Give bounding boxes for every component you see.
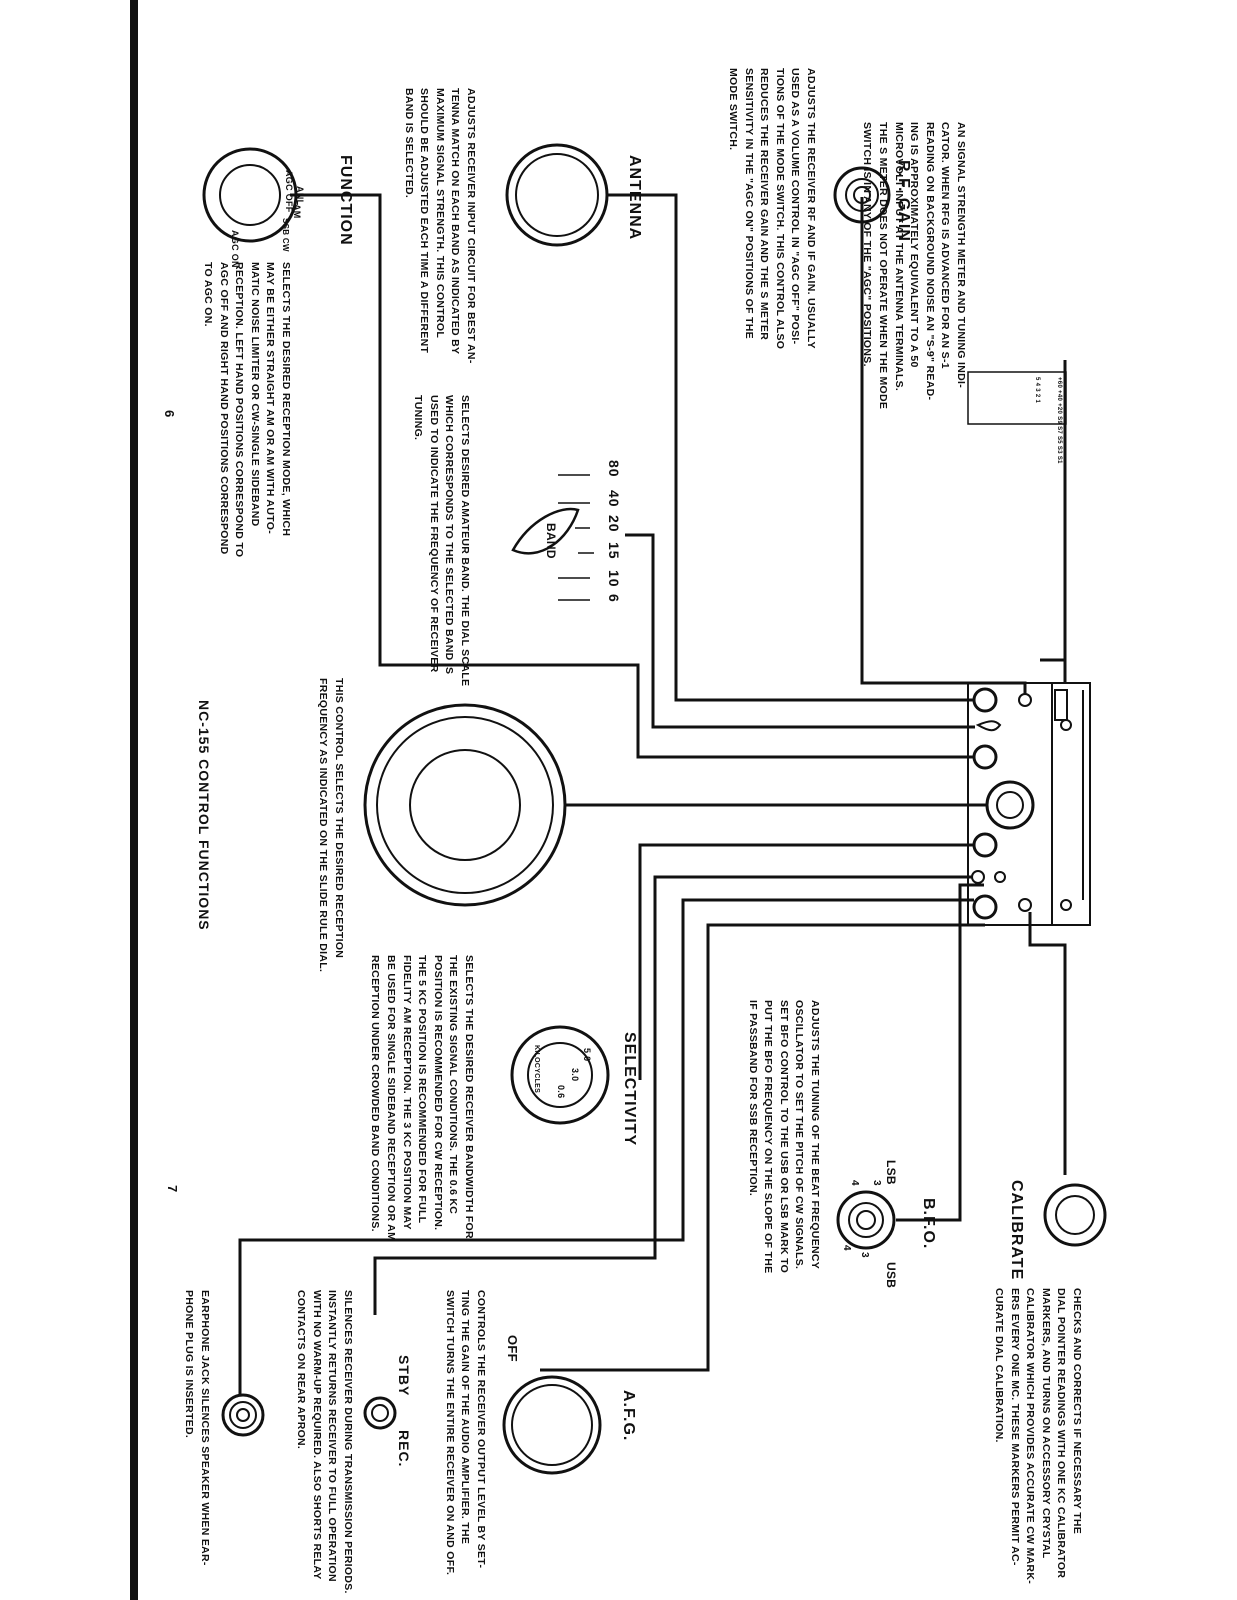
- function-dial-label-agc-on: AGC ON: [230, 230, 240, 268]
- panel-knob-function: [972, 744, 998, 770]
- function-wire: [290, 193, 974, 759]
- function-knob: [202, 147, 298, 243]
- function-dial-label-anl: ANL: [295, 186, 305, 206]
- bfo-usb-label: USB: [884, 1262, 898, 1289]
- calibrate-wire: [1028, 912, 1067, 1175]
- afg-description: CONTROLS THE RECEIVER OUTPUT LEVEL BY SE…: [443, 1290, 487, 1576]
- antenna-heading: ANTENNA: [626, 155, 643, 241]
- band-20: 20: [606, 515, 622, 533]
- band-knob-label: BAND: [544, 523, 558, 559]
- s-meter-description: AN SIGNAL STRENGTH METER AND TUNING INDI…: [861, 122, 967, 410]
- rf-gain-knob: [833, 166, 891, 224]
- s-meter-scale-lower: 5 4 3 2 1: [1034, 377, 1040, 404]
- rf-gain-heading: R.F. GAIN: [895, 160, 912, 242]
- selectivity-label-5: 5.0: [582, 1048, 592, 1062]
- panel-knob-tuning: [985, 780, 1035, 830]
- tuning-description: THIS CONTROL SELECTS THE DESIRED RECEPTI…: [317, 678, 345, 973]
- earphone-description: EARPHONE JACK SILENCES SPEAKER WHEN EAR-…: [183, 1290, 211, 1566]
- function-description: SELECTS THE DESIRED RECEPTION MODE, WHIC…: [202, 262, 292, 558]
- meter-wire: [1040, 360, 1067, 683]
- bfo-wire: [896, 883, 984, 1222]
- stby-wire: [373, 875, 972, 1315]
- page-binding-edge: [130, 0, 138, 1600]
- bfo-lsb-label: LSB: [884, 1160, 898, 1185]
- antenna-wire: [608, 193, 974, 702]
- stby-description: SILENCES RECEIVER DURING TRANSMISSION PE…: [295, 1290, 354, 1594]
- selectivity-heading: SELECTIVITY: [621, 1032, 638, 1147]
- page-title: NC-155 CONTROL FUNCTIONS: [196, 700, 212, 931]
- selectivity-label-3: 3.0: [570, 1068, 580, 1082]
- function-dial-label-am: AM: [292, 204, 302, 219]
- bfo-mark-usb-3: 3: [859, 1252, 870, 1258]
- rf-gain-description: ADJUSTS THE RECEIVER RF AND IF GAIN. USU…: [727, 68, 817, 350]
- function-heading: FUNCTION: [337, 155, 354, 246]
- calibrate-knob: [1043, 1183, 1107, 1247]
- band-knob: [511, 507, 580, 555]
- selectivity-description: SELECTS THE DESIRED RECEIVER BANDWIDTH F…: [369, 955, 475, 1242]
- page-number-left: 6: [162, 410, 177, 418]
- selectivity-wire: [638, 843, 974, 1080]
- calibrate-description: CHECKS AND CORRECTS IF NECESSARY THE DIA…: [993, 1288, 1083, 1584]
- panel-knob-band: [975, 720, 1002, 732]
- afg-wire: [540, 923, 985, 1372]
- rec-heading: REC.: [396, 1430, 412, 1468]
- bfo-knob: [836, 1190, 896, 1250]
- panel-knob-stby: [994, 871, 1006, 883]
- afg-knob: [502, 1375, 602, 1475]
- band-15: 15: [606, 542, 622, 560]
- afg-off-label: OFF: [505, 1335, 520, 1362]
- panel-knob-rfgain: [1018, 693, 1032, 707]
- rf-gain-wire: [860, 197, 1027, 694]
- bfo-mark-usb-4: 4: [841, 1245, 852, 1251]
- meter-window: [1054, 689, 1068, 721]
- panel-knob-bfo: [971, 870, 985, 884]
- band-tick-marks: [558, 474, 594, 601]
- earphone-jack: [221, 1393, 265, 1437]
- band-6: 6: [606, 594, 622, 603]
- stby-switch: [363, 1396, 397, 1430]
- band-description: SELECTS DESIRED AMATEUR BAND. THE DIAL S…: [412, 395, 471, 687]
- selectivity-label-kilocycles: KILOCYCLES: [533, 1045, 540, 1094]
- s-meter-scale-box: [967, 371, 1067, 425]
- panel-knob-calibrate: [1018, 898, 1032, 912]
- antenna-description: ADJUSTS RECEIVER INPUT CIRCUIT FOR BEST …: [402, 88, 477, 364]
- s-meter-scale-upper: +60 +40 +20 S9 S7 S5 S3 S1: [1056, 377, 1062, 464]
- panel-knob-afg: [972, 894, 998, 920]
- selectivity-label-06: 0.6: [556, 1085, 566, 1099]
- bfo-mark-lsb-3: 3: [871, 1180, 882, 1186]
- band-10: 10: [606, 570, 622, 588]
- earphone-wire: [238, 898, 974, 1395]
- selectivity-knob: [510, 1025, 610, 1125]
- band-wire: [625, 533, 975, 729]
- page-number-right: 7: [165, 1185, 180, 1193]
- bfo-heading: B.F.O.: [920, 1198, 937, 1250]
- band-40: 40: [606, 490, 622, 508]
- antenna-knob: [505, 143, 609, 247]
- panel-knob-selectivity: [972, 832, 998, 858]
- function-dial-label-ssb-cw: SSB CW: [281, 218, 290, 252]
- bfo-mark-lsb-4: 4: [849, 1180, 860, 1186]
- bfo-description: ADJUSTS THE TUNING OF THE BEAT FREQUENCY…: [746, 1000, 821, 1274]
- tuning-dial: [363, 703, 567, 907]
- stby-heading: STBY: [396, 1355, 412, 1397]
- panel-knob-antenna: [972, 687, 998, 713]
- afg-heading: A.F.G.: [620, 1390, 637, 1442]
- calibrate-heading: CALIBRATE: [1008, 1180, 1025, 1281]
- band-80: 80: [606, 460, 622, 478]
